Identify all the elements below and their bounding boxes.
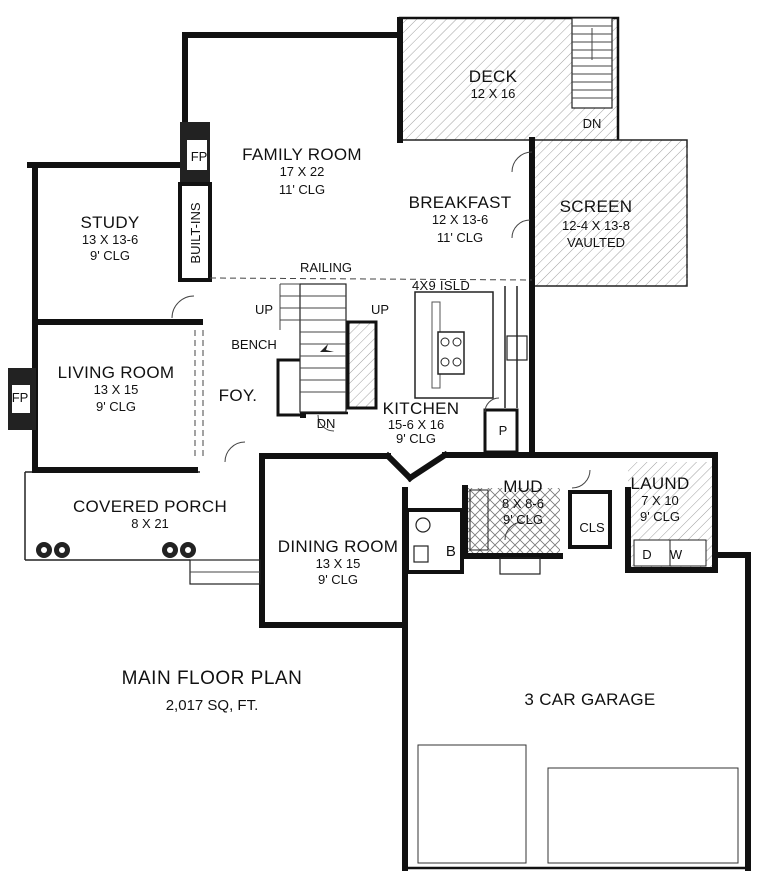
- covered-porch-label: COVERED PORCH: [73, 497, 227, 516]
- built-ins-cabinet: [178, 182, 212, 282]
- stair-up-right-label: UP: [371, 302, 389, 317]
- living-fireplace: [8, 368, 36, 430]
- garage-label: 3 CAR GARAGE: [524, 690, 655, 709]
- interior-walls: [32, 277, 739, 864]
- mud-room-size: 8 X 8-6: [502, 496, 544, 511]
- breakfast-size: 12 X 13-6: [432, 212, 488, 227]
- foyer-label: FOY.: [219, 386, 258, 405]
- screen-size: 12-4 X 13-8: [562, 218, 630, 233]
- dining-room-size: 13 X 15: [316, 556, 361, 571]
- deck-stair-label: DN: [583, 116, 602, 131]
- pantry-label: P: [499, 423, 508, 438]
- built-ins-label: BUILT-INS: [188, 202, 203, 263]
- bench-label: BENCH: [231, 337, 277, 352]
- kitchen-ceiling: 9' CLG: [396, 431, 436, 446]
- dining-room-label: DINING ROOM: [278, 537, 398, 556]
- screen-label: SCREEN: [560, 197, 633, 216]
- laundry-ceiling: 9' CLG: [640, 509, 680, 524]
- kitchen-island: [414, 291, 494, 399]
- closet-label: CLS: [579, 520, 605, 535]
- island-label: 4X9 ISLD: [412, 278, 470, 293]
- deck-label: DECK: [469, 67, 518, 86]
- family-room-size: 17 X 22: [280, 164, 325, 179]
- screen-porch-area: [529, 139, 688, 289]
- living-room-label: LIVING ROOM: [58, 363, 175, 382]
- stair-down-label: DN: [317, 416, 336, 431]
- family-fireplace: [180, 122, 210, 184]
- kitchen-label: KITCHEN: [383, 399, 460, 418]
- breakfast-ceiling: 11' CLG: [437, 230, 483, 245]
- bath-label: B: [446, 543, 456, 560]
- dining-room-ceiling: 9' CLG: [318, 572, 358, 587]
- main-stair: [279, 283, 378, 413]
- porch-columns: [36, 542, 196, 558]
- plan-area: 2,017 SQ, FT.: [166, 697, 259, 714]
- study-label: STUDY: [80, 213, 139, 232]
- deck-stair: [571, 17, 613, 109]
- breakfast-label: BREAKFAST: [409, 193, 512, 212]
- family-room-ceiling: 11' CLG: [279, 182, 325, 197]
- washer-label: W: [670, 547, 683, 562]
- laundry-label: LAUND: [630, 474, 689, 493]
- living-fireplace-label: FP: [12, 390, 29, 405]
- living-room-size: 13 X 15: [94, 382, 139, 397]
- railing-label: RAILING: [300, 260, 352, 275]
- deck-area: [398, 16, 620, 141]
- deck-size: 12 X 16: [471, 86, 516, 101]
- living-room-ceiling: 9' CLG: [96, 399, 136, 414]
- mud-room-ceiling: 9' CLG: [503, 512, 543, 527]
- plan-title: MAIN FLOOR PLAN: [122, 668, 303, 689]
- family-room-label: FAMILY ROOM: [242, 145, 362, 164]
- laundry-size: 7 X 10: [641, 493, 679, 508]
- kitchen-size: 15-6 X 16: [388, 417, 444, 432]
- study-size: 13 X 13-6: [82, 232, 138, 247]
- mud-room-label: MUD: [503, 477, 543, 496]
- study-ceiling: 9' CLG: [90, 248, 130, 263]
- stair-up-left-label: UP: [255, 302, 273, 317]
- covered-porch-size: 8 X 21: [131, 516, 169, 531]
- door-swings: [171, 151, 591, 541]
- family-fireplace-label: FP: [191, 149, 208, 164]
- dryer-label: D: [642, 547, 651, 562]
- screen-ceiling: VAULTED: [567, 235, 625, 250]
